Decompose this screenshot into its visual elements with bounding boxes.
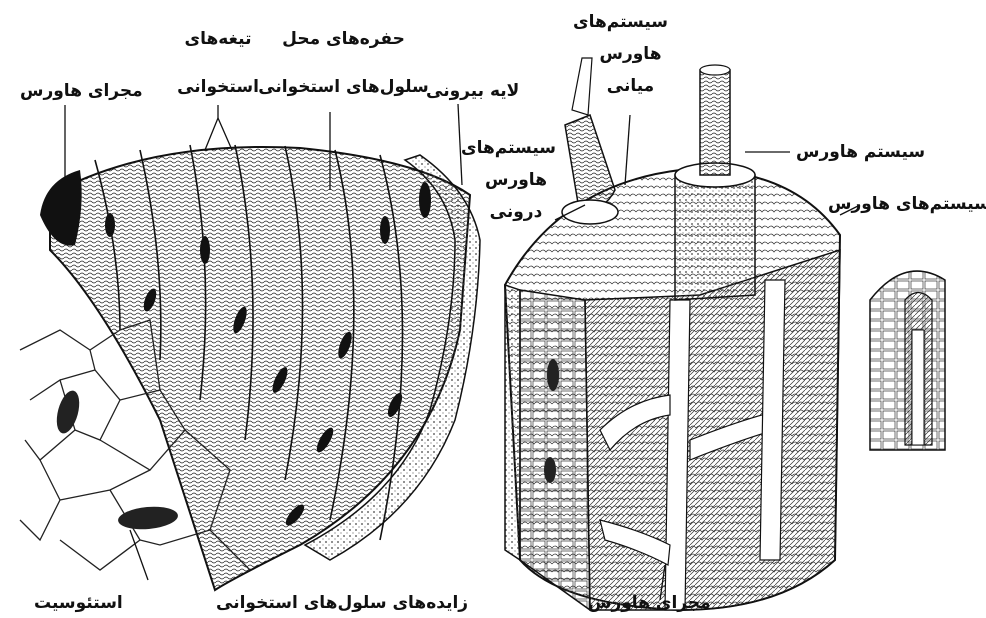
label-haversian-systems: سیستم‌های هاورس [828, 191, 986, 217]
label-osteocyte: استئوسیت [34, 590, 123, 616]
label-middle-line3: میانی [593, 70, 668, 102]
label-middle-line1: سیستم‌های [593, 6, 668, 38]
label-inner-line2: هاورس [476, 164, 556, 196]
label-inner-haversian-systems: سیستم‌های هاورس درونی [476, 132, 556, 228]
label-outer-layer: لایه بیرونی [426, 78, 519, 104]
label-lacunae-line2: سلول‌های استخوانی [256, 74, 431, 100]
label-haversian-canal-bottom: مجرای هاورس [588, 590, 711, 616]
label-middle-line2: هاورس [593, 38, 668, 70]
label-middle-haversian-systems: سیستم‌های هاورس میانی [593, 6, 668, 102]
label-lacunae-line1: حفره‌های محل [256, 26, 431, 52]
label-haversian-canal-left: مجرای هاورس [20, 78, 143, 104]
label-osteocyte-processes: زایده‌های سلول‌های استخوانی [216, 590, 468, 616]
label-inner-line3: درونی [476, 196, 556, 228]
osteon-cutaway [870, 271, 945, 450]
label-lacunae: حفره‌های محل سلول‌های استخوانی [256, 26, 431, 100]
osteon-sector [40, 145, 480, 590]
osteon-cylinder-right [675, 65, 755, 300]
label-inner-line1: سیستم‌های [476, 132, 556, 164]
label-haversian-system: سیستم هاورس [796, 139, 925, 165]
